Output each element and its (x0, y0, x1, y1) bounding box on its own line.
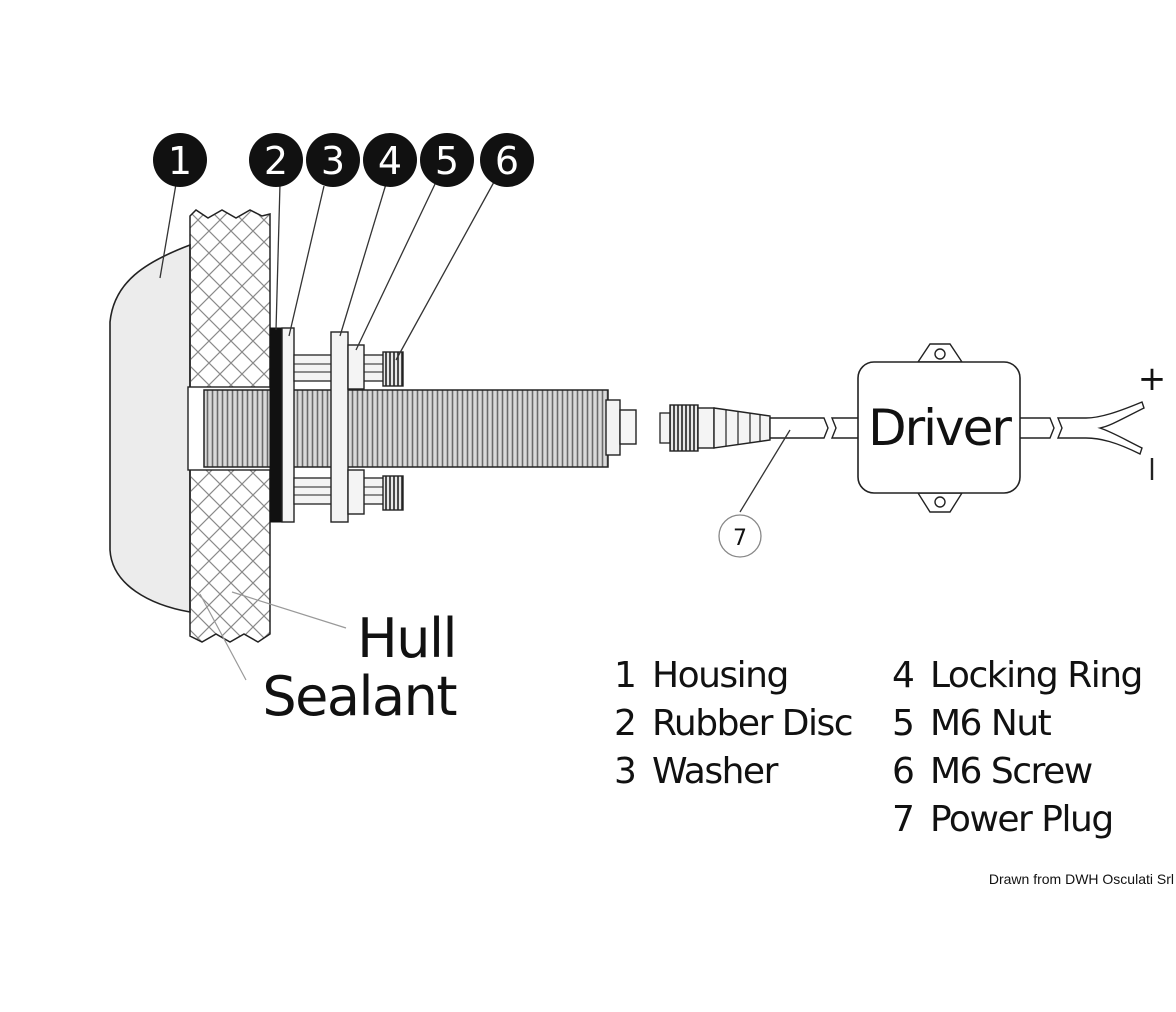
callout-4: 4 (363, 133, 417, 187)
threaded-shaft (203, 389, 609, 468)
callout-4-label: 4 (378, 139, 402, 183)
m6-screw-head-lower (382, 475, 404, 511)
callout-1-label: 1 (168, 139, 192, 183)
callout-5: 5 (420, 133, 474, 187)
m6-screw-head-upper (382, 351, 404, 387)
leader-lines (159, 181, 791, 513)
callout-7: 7 (718, 514, 762, 558)
m6-nut-lower (347, 469, 365, 515)
housing-dome (109, 243, 191, 613)
callout-5-label: 5 (435, 139, 459, 183)
callout-2-label: 2 (264, 139, 288, 183)
driver-label: Driver (868, 399, 1012, 457)
locking-ring (330, 331, 349, 523)
callout-6: 6 (480, 133, 534, 187)
callout-6-label: 6 (495, 139, 519, 183)
power-plug (659, 404, 771, 452)
washer (281, 327, 295, 523)
callout-1: 1 (153, 133, 207, 187)
callout-3: 3 (306, 133, 360, 187)
callout-2: 2 (249, 133, 303, 187)
hull-label: Hull (357, 607, 456, 670)
rubber-disc (269, 327, 283, 523)
plus-sign: + (1138, 359, 1167, 399)
shaft-end-fitting (605, 399, 621, 456)
driver-box: Driver (857, 343, 1021, 513)
credit-text: Drawn from DWH Osculati Srl (988, 871, 1174, 887)
m6-nut-upper (347, 344, 365, 390)
hull-sealant-leaders (199, 591, 347, 681)
sealant-label: Sealant (262, 665, 456, 728)
callout-3-label: 3 (321, 139, 345, 183)
cable (769, 401, 1145, 455)
callout-7-label: 7 (733, 526, 747, 551)
